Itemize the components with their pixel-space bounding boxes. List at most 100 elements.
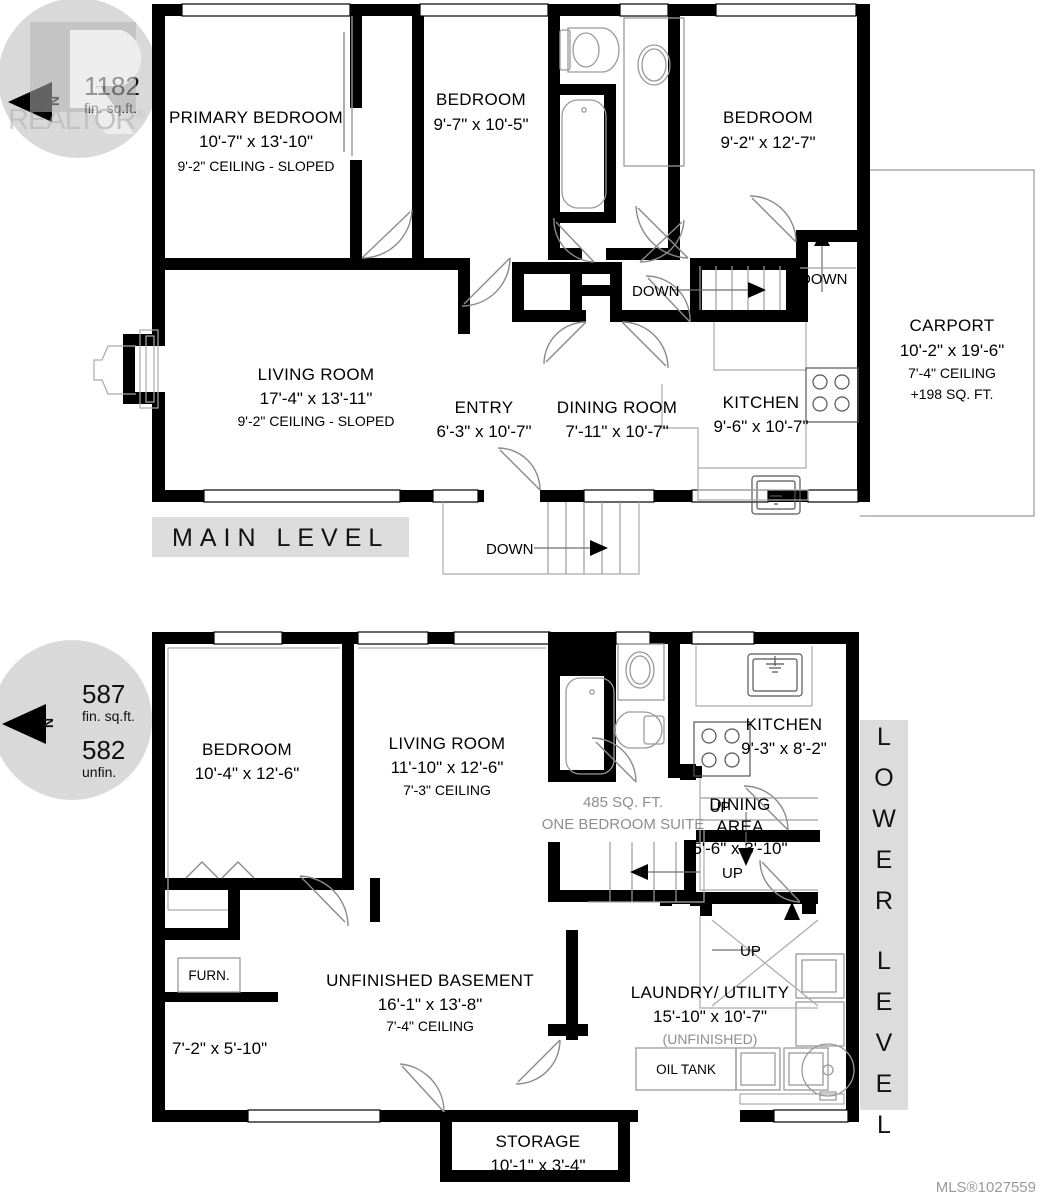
lower-level-plan: N 587 fin. sq.ft. 582 unfin. [0, 620, 1044, 1200]
main-room-label-carport: CARPORT 10'-2" x 19'-6" 7'-4" CEILING +1… [900, 316, 1005, 402]
svg-text:L: L [877, 723, 891, 751]
main-room-label-dining-room: DINING ROOM 7'-11" x 10'-7" [557, 398, 677, 441]
svg-text:STORAGE: STORAGE [496, 1132, 581, 1151]
mls-number: MLS®1027559 [936, 1179, 1036, 1196]
lower-level-banner: L O W E R L E V E L [860, 720, 908, 1139]
svg-text:16'-1" x 13'-8": 16'-1" x 13'-8" [378, 995, 483, 1014]
svg-text:L: L [877, 1111, 891, 1139]
lower-level-area-badge: N 587 fin. sq.ft. 582 unfin. [0, 640, 152, 800]
main-kitchen-fixtures [661, 322, 859, 515]
svg-text:9'-7" x 10'-5": 9'-7" x 10'-5" [433, 115, 528, 134]
lower-inner-outline [167, 647, 546, 911]
svg-text:LIVING ROOM: LIVING ROOM [258, 365, 375, 384]
lower-room-label-dining-area: DINING AREA 5'-6" x 3'-10" [692, 795, 787, 858]
lower-room-label-unfinished-basement: UNFINISHED BASEMENT 16'-1" x 13'-8" 7'-4… [326, 971, 534, 1034]
svg-text:7'-3" CEILING: 7'-3" CEILING [403, 782, 491, 798]
svg-text:9'-2" CEILING - SLOPED: 9'-2" CEILING - SLOPED [237, 413, 394, 429]
lower-room-label-living-room: LIVING ROOM 11'-10" x 12'-6" 7'-3" CEILI… [389, 734, 506, 798]
svg-text:R: R [875, 887, 893, 915]
svg-text:LAUNDRY/ UTILITY: LAUNDRY/ UTILITY [631, 983, 789, 1002]
svg-text:9'-2" x 12'-7": 9'-2" x 12'-7" [720, 133, 815, 152]
svg-text:10'-1" x 3'-4": 10'-1" x 3'-4" [490, 1156, 585, 1175]
svg-text:11'-10" x 12'-6": 11'-10" x 12'-6" [391, 758, 504, 777]
main-level-banner: MAIN LEVEL [152, 517, 409, 557]
stair-label-up-3: UP [740, 943, 761, 960]
svg-text:7'-4" CEILING: 7'-4" CEILING [908, 365, 996, 381]
lower-stairs-up-1: UP [699, 778, 818, 891]
lower-level-walls [152, 631, 859, 1182]
compass-north-label-lower: N [40, 718, 56, 728]
svg-text:PRIMARY BEDROOM: PRIMARY BEDROOM [169, 108, 343, 127]
svg-text:L: L [877, 947, 891, 975]
oil-tank-label: OIL TANK [656, 1062, 716, 1077]
main-stairs-right: DOWN [800, 230, 856, 292]
lower-unfin-value: 582 [82, 735, 125, 765]
svg-text:KITCHEN: KITCHEN [723, 393, 800, 412]
svg-text:W: W [872, 805, 896, 833]
main-area-value: 1182 [84, 71, 140, 101]
svg-text:17'-4" x 13'-11": 17'-4" x 13'-11" [260, 389, 373, 408]
main-room-label-bedroom-2: BEDROOM 9'-7" x 10'-5" [433, 90, 528, 134]
laundry-appliances: OIL TANK [635, 953, 855, 1105]
stair-label-up-1: UP [710, 799, 731, 816]
svg-text:ONE BEDROOM SUITE: ONE BEDROOM SUITE [542, 816, 705, 833]
main-room-label-living-room: LIVING ROOM 17'-4" x 13'-11" 9'-2" CEILI… [237, 365, 394, 429]
main-fireplace [93, 329, 159, 409]
svg-text:E: E [876, 846, 893, 874]
main-stairs-bottom: DOWN [442, 502, 640, 575]
main-room-label-bedroom-3: BEDROOM 9'-2" x 12'-7" [720, 108, 815, 152]
svg-text:UNFINISHED BASEMENT: UNFINISHED BASEMENT [326, 971, 534, 990]
svg-text:DINING: DINING [709, 795, 770, 814]
lower-room-label-laundry-utility: LAUNDRY/ UTILITY 15'-10" x 10'-7" (UNFIN… [631, 983, 789, 1047]
main-level-area-badge: N 1182 fin. sq.ft. [0, 0, 158, 158]
furnace-label: FURN. [188, 968, 229, 983]
svg-text:DINING ROOM: DINING ROOM [557, 398, 677, 417]
svg-text:(UNFINISHED): (UNFINISHED) [663, 1031, 758, 1047]
main-level-banner-label: MAIN LEVEL [172, 524, 389, 552]
svg-text:V: V [876, 1029, 893, 1057]
main-stairs-hall: DOWN [632, 266, 781, 310]
carport-outline [860, 169, 1035, 517]
lower-closet-dim: 7'-2" x 5'-10" [172, 1039, 267, 1058]
svg-text:LIVING ROOM: LIVING ROOM [389, 734, 506, 753]
svg-text:BEDROOM: BEDROOM [202, 740, 292, 759]
stair-label-up-2: UP [722, 865, 743, 882]
svg-text:10'-4" x 12'-6": 10'-4" x 12'-6" [195, 764, 300, 783]
svg-text:E: E [876, 1070, 893, 1098]
svg-text:7'-2" x 5'-10": 7'-2" x 5'-10" [172, 1039, 267, 1058]
lower-kitchen-fixtures [693, 646, 813, 777]
stair-label-down-entry: DOWN [486, 541, 534, 558]
svg-text:7'-4" CEILING: 7'-4" CEILING [386, 1018, 474, 1034]
svg-text:10'-2" x 19'-6": 10'-2" x 19'-6" [900, 341, 1005, 360]
svg-text:9'-6" x 10'-7": 9'-6" x 10'-7" [713, 417, 808, 436]
svg-text:O: O [874, 764, 893, 792]
compass-north-label: N [46, 96, 62, 106]
svg-text:KITCHEN: KITCHEN [746, 715, 823, 734]
main-area-unit: fin. sq.ft. [84, 100, 137, 116]
furnace-box: FURN. [177, 957, 241, 993]
stair-label-down-hall: DOWN [632, 283, 680, 300]
lower-unfin-unit: unfin. [82, 764, 116, 780]
lower-room-label-bedroom: BEDROOM 10'-4" x 12'-6" [195, 740, 300, 783]
lower-room-label-kitchen: KITCHEN 9'-3" x 8'-2" [741, 715, 827, 758]
main-level-doors [343, 16, 797, 491]
lower-fin-unit: fin. sq.ft. [82, 708, 135, 724]
main-room-label-kitchen: KITCHEN 9'-6" x 10'-7" [713, 393, 808, 436]
lower-stairs-up-3: UP [699, 902, 819, 1009]
svg-text:5'-6" x 3'-10": 5'-6" x 3'-10" [692, 839, 787, 858]
lower-stairs-up-2: UP [588, 830, 743, 903]
suite-note: 485 SQ. FT. ONE BEDROOM SUITE [542, 794, 705, 833]
svg-text:BEDROOM: BEDROOM [723, 108, 813, 127]
lower-room-label-storage: STORAGE 10'-1" x 3'-4" [490, 1132, 585, 1175]
svg-text:CARPORT: CARPORT [910, 316, 995, 335]
main-level-walls [123, 3, 870, 503]
svg-text:E: E [876, 988, 893, 1016]
svg-text:ENTRY: ENTRY [455, 398, 514, 417]
svg-text:485 SQ. FT.: 485 SQ. FT. [583, 794, 663, 811]
svg-text:6'-3" x 10'-7": 6'-3" x 10'-7" [436, 422, 531, 441]
main-room-label-entry: ENTRY 6'-3" x 10'-7" [436, 398, 531, 441]
svg-text:9'-2" CEILING - SLOPED: 9'-2" CEILING - SLOPED [177, 158, 334, 174]
svg-text:10'-7" x 13'-10": 10'-7" x 13'-10" [199, 132, 313, 151]
svg-text:15'-10" x 10'-7": 15'-10" x 10'-7" [653, 1007, 767, 1026]
